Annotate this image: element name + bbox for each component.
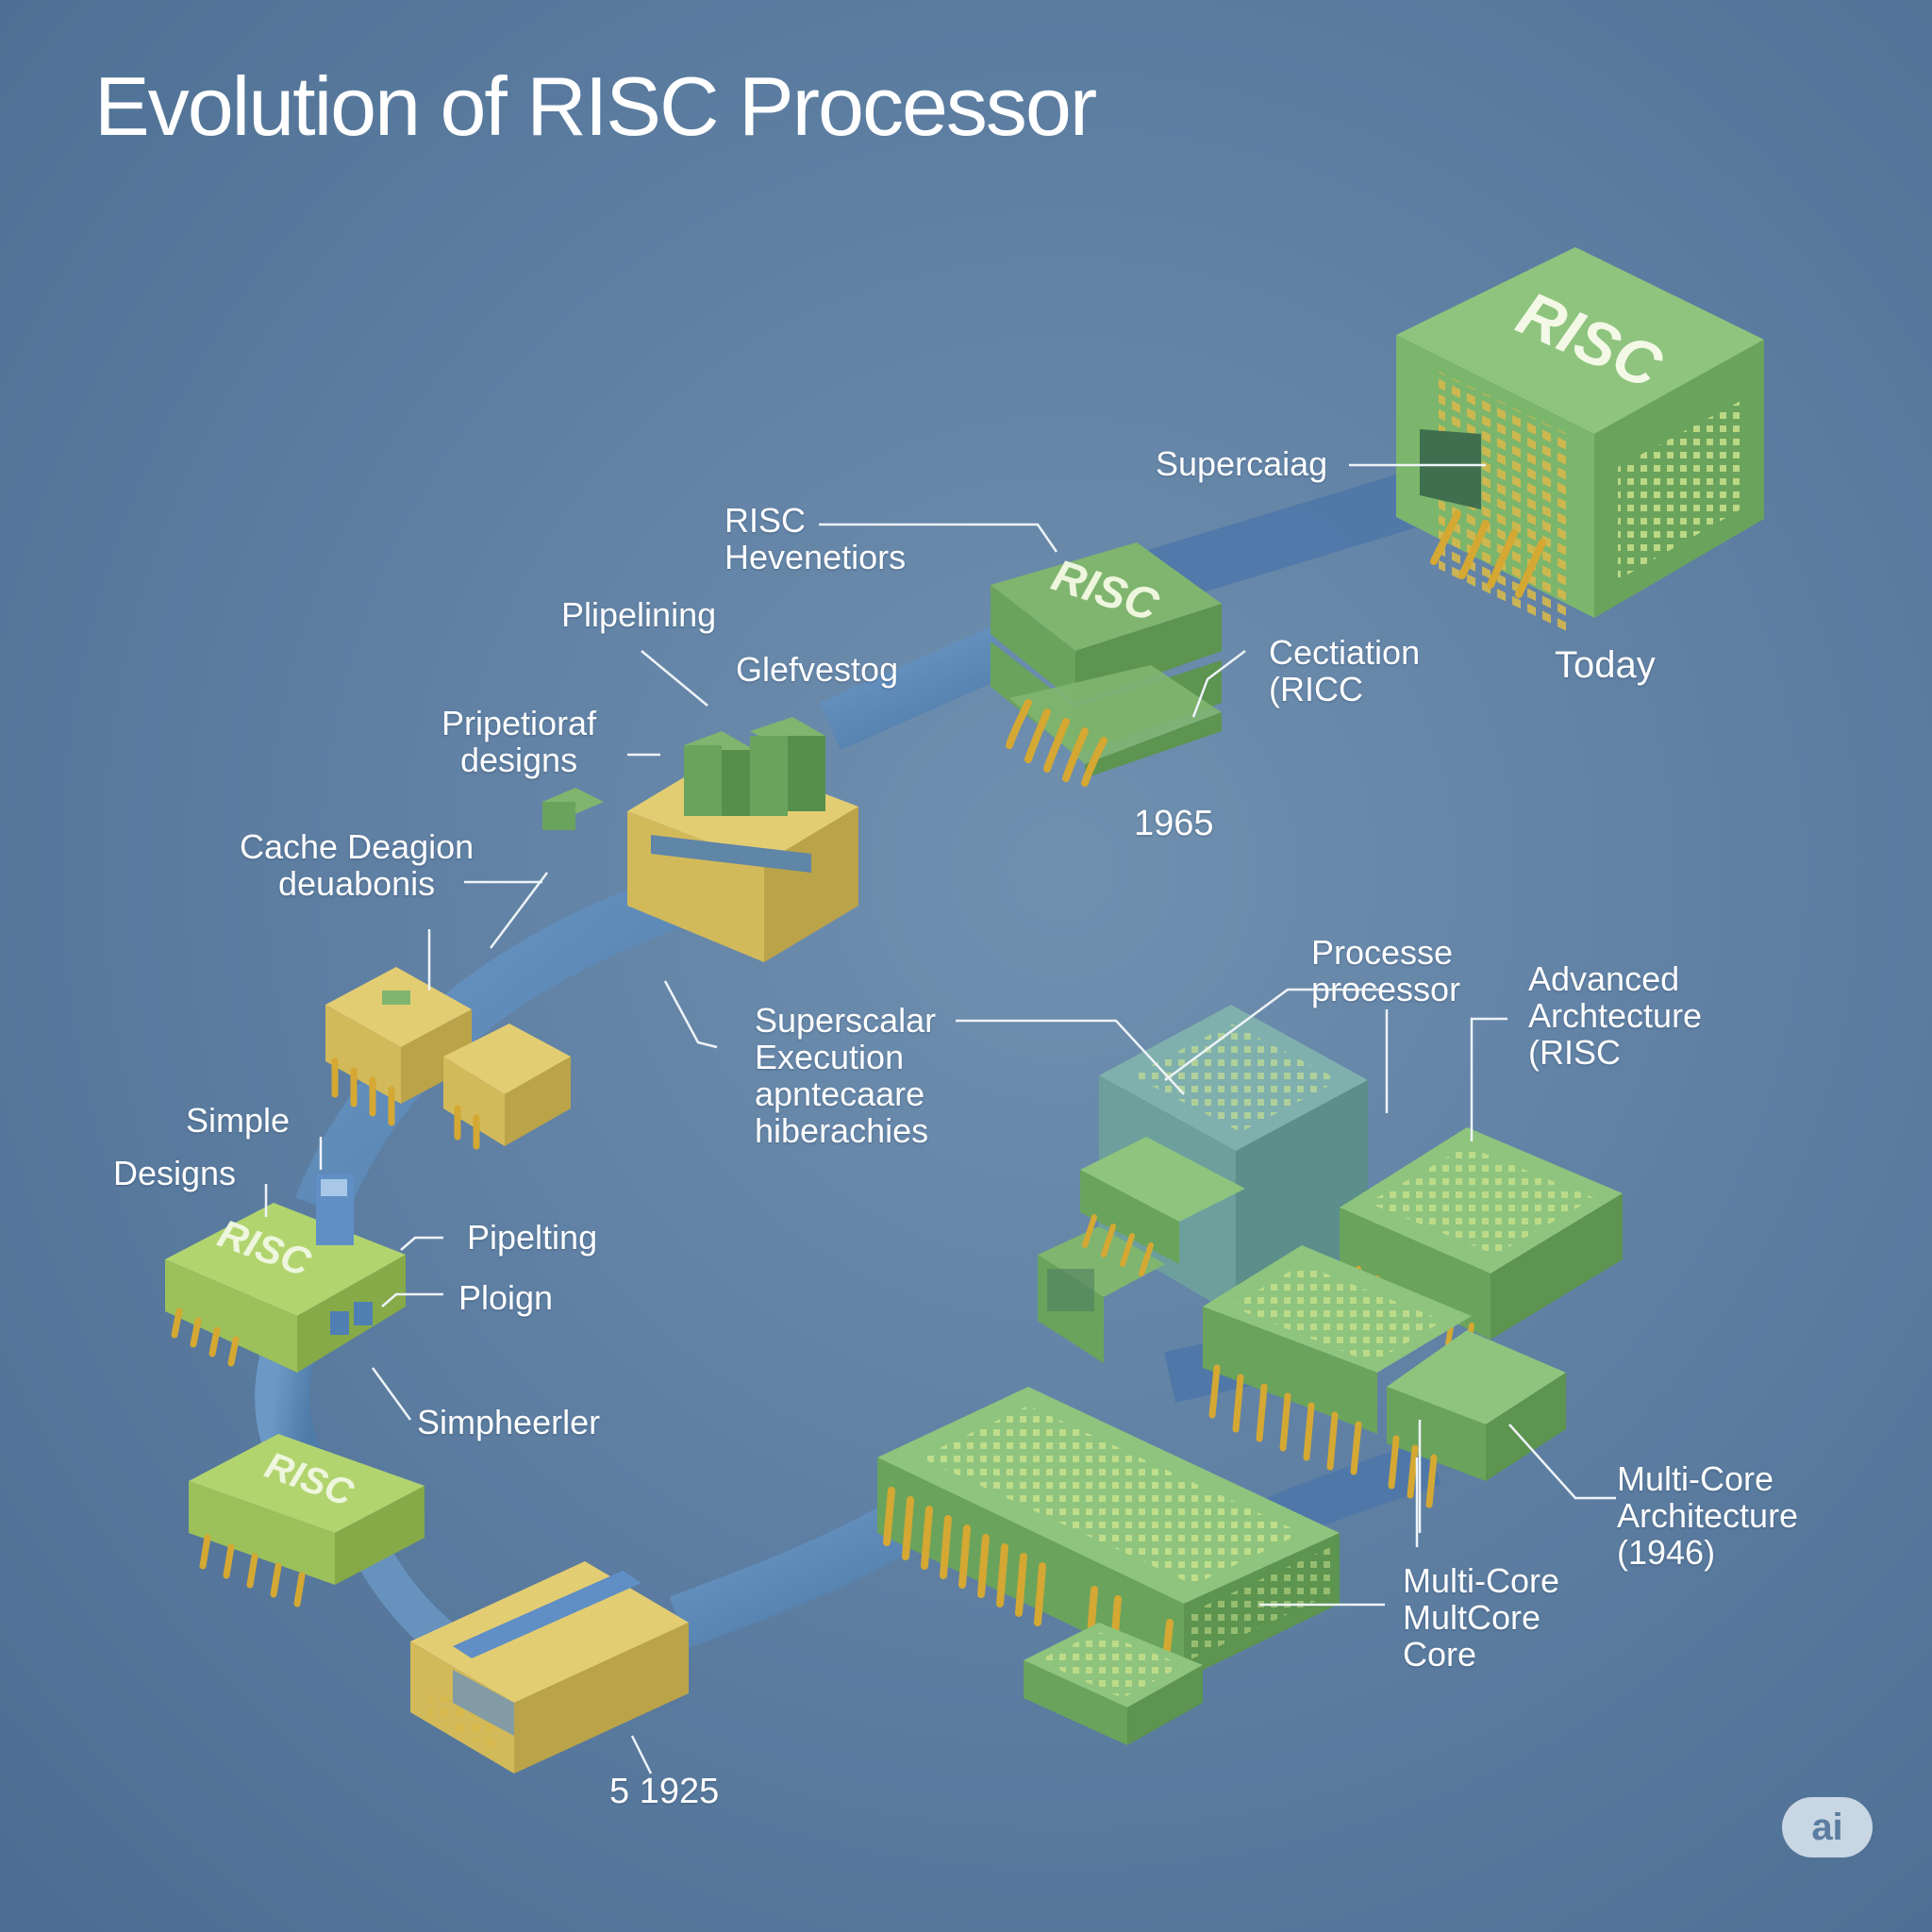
label-superscalar-line2: Execution [755, 1038, 905, 1076]
label-advanced-architecture: Advanced Archtecture (RISC [1528, 960, 1702, 1071]
label-simpheerler-text: Simpheerler [417, 1403, 601, 1441]
chip-early-risc [189, 1434, 425, 1607]
chip-cache [325, 967, 571, 1150]
ai-badge: ai [1782, 1797, 1873, 1857]
label-year-1925: 5 1925 [609, 1774, 719, 1810]
label-superscalar-line1: Superscalar [755, 1001, 937, 1040]
label-today-text: Today [1555, 644, 1656, 686]
callout-lines [264, 463, 1616, 1774]
page-title: Evolution of RISC Processor [94, 59, 1097, 153]
label-cache-deagion-line2: deuabonis [278, 864, 436, 903]
label-glevestog-text: Glefvestog [736, 650, 899, 689]
label-superscalar-execution: Superscalar Execution apntecaare hiberac… [755, 1002, 936, 1149]
label-simple: Simple [186, 1102, 290, 1139]
label-cectiation-line2: (RICC [1269, 670, 1363, 708]
label-advanced-line1: Advanced [1528, 959, 1680, 998]
label-multicore-arch-line2: Architecture [1617, 1496, 1799, 1535]
label-simpheerler: Simpheerler [417, 1404, 600, 1441]
label-multicore-core-line3: Core [1403, 1635, 1477, 1674]
label-multicore-core: Multi-Core MultCore Core [1403, 1562, 1559, 1673]
label-simple-text: Simple [186, 1101, 291, 1140]
label-multicore-core-line1: Multi-Core [1403, 1561, 1560, 1600]
label-risc-hevenetiors-line1: RISC [724, 501, 807, 540]
label-year-1965-text: 1965 [1134, 804, 1214, 843]
label-advanced-line3: (RISC [1528, 1033, 1621, 1072]
label-designs-text: Designs [113, 1154, 237, 1192]
label-ploign: Ploign [458, 1279, 553, 1316]
label-multicore-arch-line1: Multi-Core [1617, 1459, 1774, 1498]
label-cache-deagion: Cache Deagion deuabonis [240, 828, 474, 902]
label-processe: Processe processor [1311, 934, 1460, 1008]
label-risc-hevenetiors: RISC Hevenetiors [724, 502, 906, 575]
label-advanced-line2: Archtecture [1528, 996, 1703, 1035]
label-supercaiag-text: Supercaiag [1156, 444, 1328, 483]
label-superscalar-line4: hiberachies [755, 1111, 929, 1150]
label-cectiation-line1: Cectiation [1269, 633, 1421, 672]
label-pripetioraf: Pripetioraf designs [441, 705, 596, 778]
label-processe-line2: processor [1311, 970, 1461, 1008]
label-pripetioraf-line2: designs [459, 741, 578, 779]
label-glevestog: Glefvestog [736, 651, 898, 688]
label-cectiation: Cectiation (RICC [1269, 634, 1420, 708]
label-cache-deagion-line1: Cache Deagion [240, 827, 475, 866]
label-pipelining-top-text: Plipelining [561, 595, 717, 634]
label-pipelting-text: Pipelting [467, 1218, 598, 1257]
chip-1965 [991, 542, 1222, 787]
chip-advanced-architecture [1038, 1005, 1623, 1508]
label-ploign-text: Ploign [458, 1278, 554, 1317]
chip-1925 [410, 1561, 689, 1774]
label-pripetioraf-line1: Pripetioraf [441, 704, 597, 742]
label-multicore-core-line2: MultCore [1403, 1598, 1541, 1637]
label-multicore-arch-line3: (1946) [1617, 1533, 1716, 1572]
label-pipelting: Pipelting [467, 1219, 597, 1256]
label-today: Today [1555, 644, 1656, 686]
chip-pipelining [542, 717, 858, 962]
chip-today-cube [1396, 247, 1764, 635]
label-superscalar-line3: apntecaare [755, 1074, 925, 1113]
chip-multicore [877, 1387, 1340, 1745]
label-multicore-architecture: Multi-Core Architecture (1946) [1617, 1460, 1798, 1571]
label-supercaiag: Supercaiag [1156, 445, 1327, 482]
chip-simple-designs [165, 1174, 406, 1373]
label-risc-hevenetiors-line2: Hevenetiors [724, 538, 907, 576]
label-year-1925-text: 5 1925 [609, 1772, 720, 1811]
label-pipelining-top: Plipelining [561, 596, 716, 633]
label-processe-line1: Processe [1311, 933, 1454, 972]
label-year-1965: 1965 [1134, 806, 1214, 842]
label-designs: Designs [113, 1155, 236, 1191]
